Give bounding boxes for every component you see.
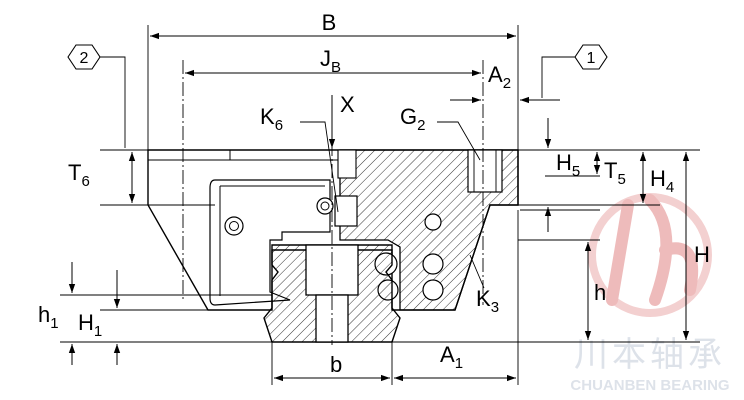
leader-K3: [469, 254, 485, 289]
label-T6: T6: [68, 160, 90, 190]
label-B: B: [322, 10, 337, 35]
thread-hole-left-top: [337, 149, 357, 179]
leader-K6: [300, 121, 339, 213]
label-h1: h1: [38, 302, 59, 332]
label-G2: G2: [400, 104, 425, 134]
leader-callout2: [100, 56, 126, 148]
callout-1-text: 1: [587, 50, 596, 67]
label-X: X: [340, 92, 355, 117]
label-K3: K3: [476, 286, 499, 316]
label-H4: H4: [650, 166, 674, 196]
lube-nipple-inner: [229, 221, 239, 231]
leader-G2: [437, 121, 481, 161]
port-screw: [316, 197, 334, 215]
label-h: h: [594, 280, 606, 305]
watermark-cn-text: 川本轴承: [574, 335, 726, 375]
leader-callout1: [541, 56, 575, 98]
thread-hole-g2: [467, 149, 503, 193]
ball: [422, 279, 444, 301]
label-K6: K6: [260, 104, 283, 134]
label-JB: JB: [320, 46, 341, 76]
port-screw-inner: [320, 201, 330, 211]
label-H: H: [694, 242, 710, 267]
callout-2: 2: [67, 44, 101, 70]
label-T5: T5: [604, 158, 626, 188]
ball: [424, 213, 442, 231]
end-seal-plate: [209, 179, 331, 306]
label-A1: A1: [440, 342, 463, 372]
port-block: [334, 195, 358, 227]
carriage-body: [147, 149, 519, 311]
label-A2: A2: [488, 62, 511, 92]
dimension-labels: B JB A2 K6 X G2 T6 H5 T5 H4 H h K3 h1 H1…: [38, 10, 710, 377]
lube-nipple: [224, 216, 244, 236]
extension-lines: [60, 25, 700, 385]
label-b: b: [330, 352, 342, 377]
watermark-en-text: CHUANBEN BEARING: [570, 377, 729, 394]
label-H1: H1: [78, 310, 102, 340]
dimension-lines: [68, 32, 690, 382]
callout-2-text: 2: [80, 50, 89, 67]
watermark-logo-mark: [606, 194, 699, 306]
ball: [422, 253, 444, 275]
center-lines: [182, 60, 484, 345]
callout-1: 1: [574, 44, 608, 70]
label-H5: H5: [556, 150, 580, 180]
end-seal-inner: [219, 185, 325, 296]
leader-lines: [100, 56, 575, 289]
